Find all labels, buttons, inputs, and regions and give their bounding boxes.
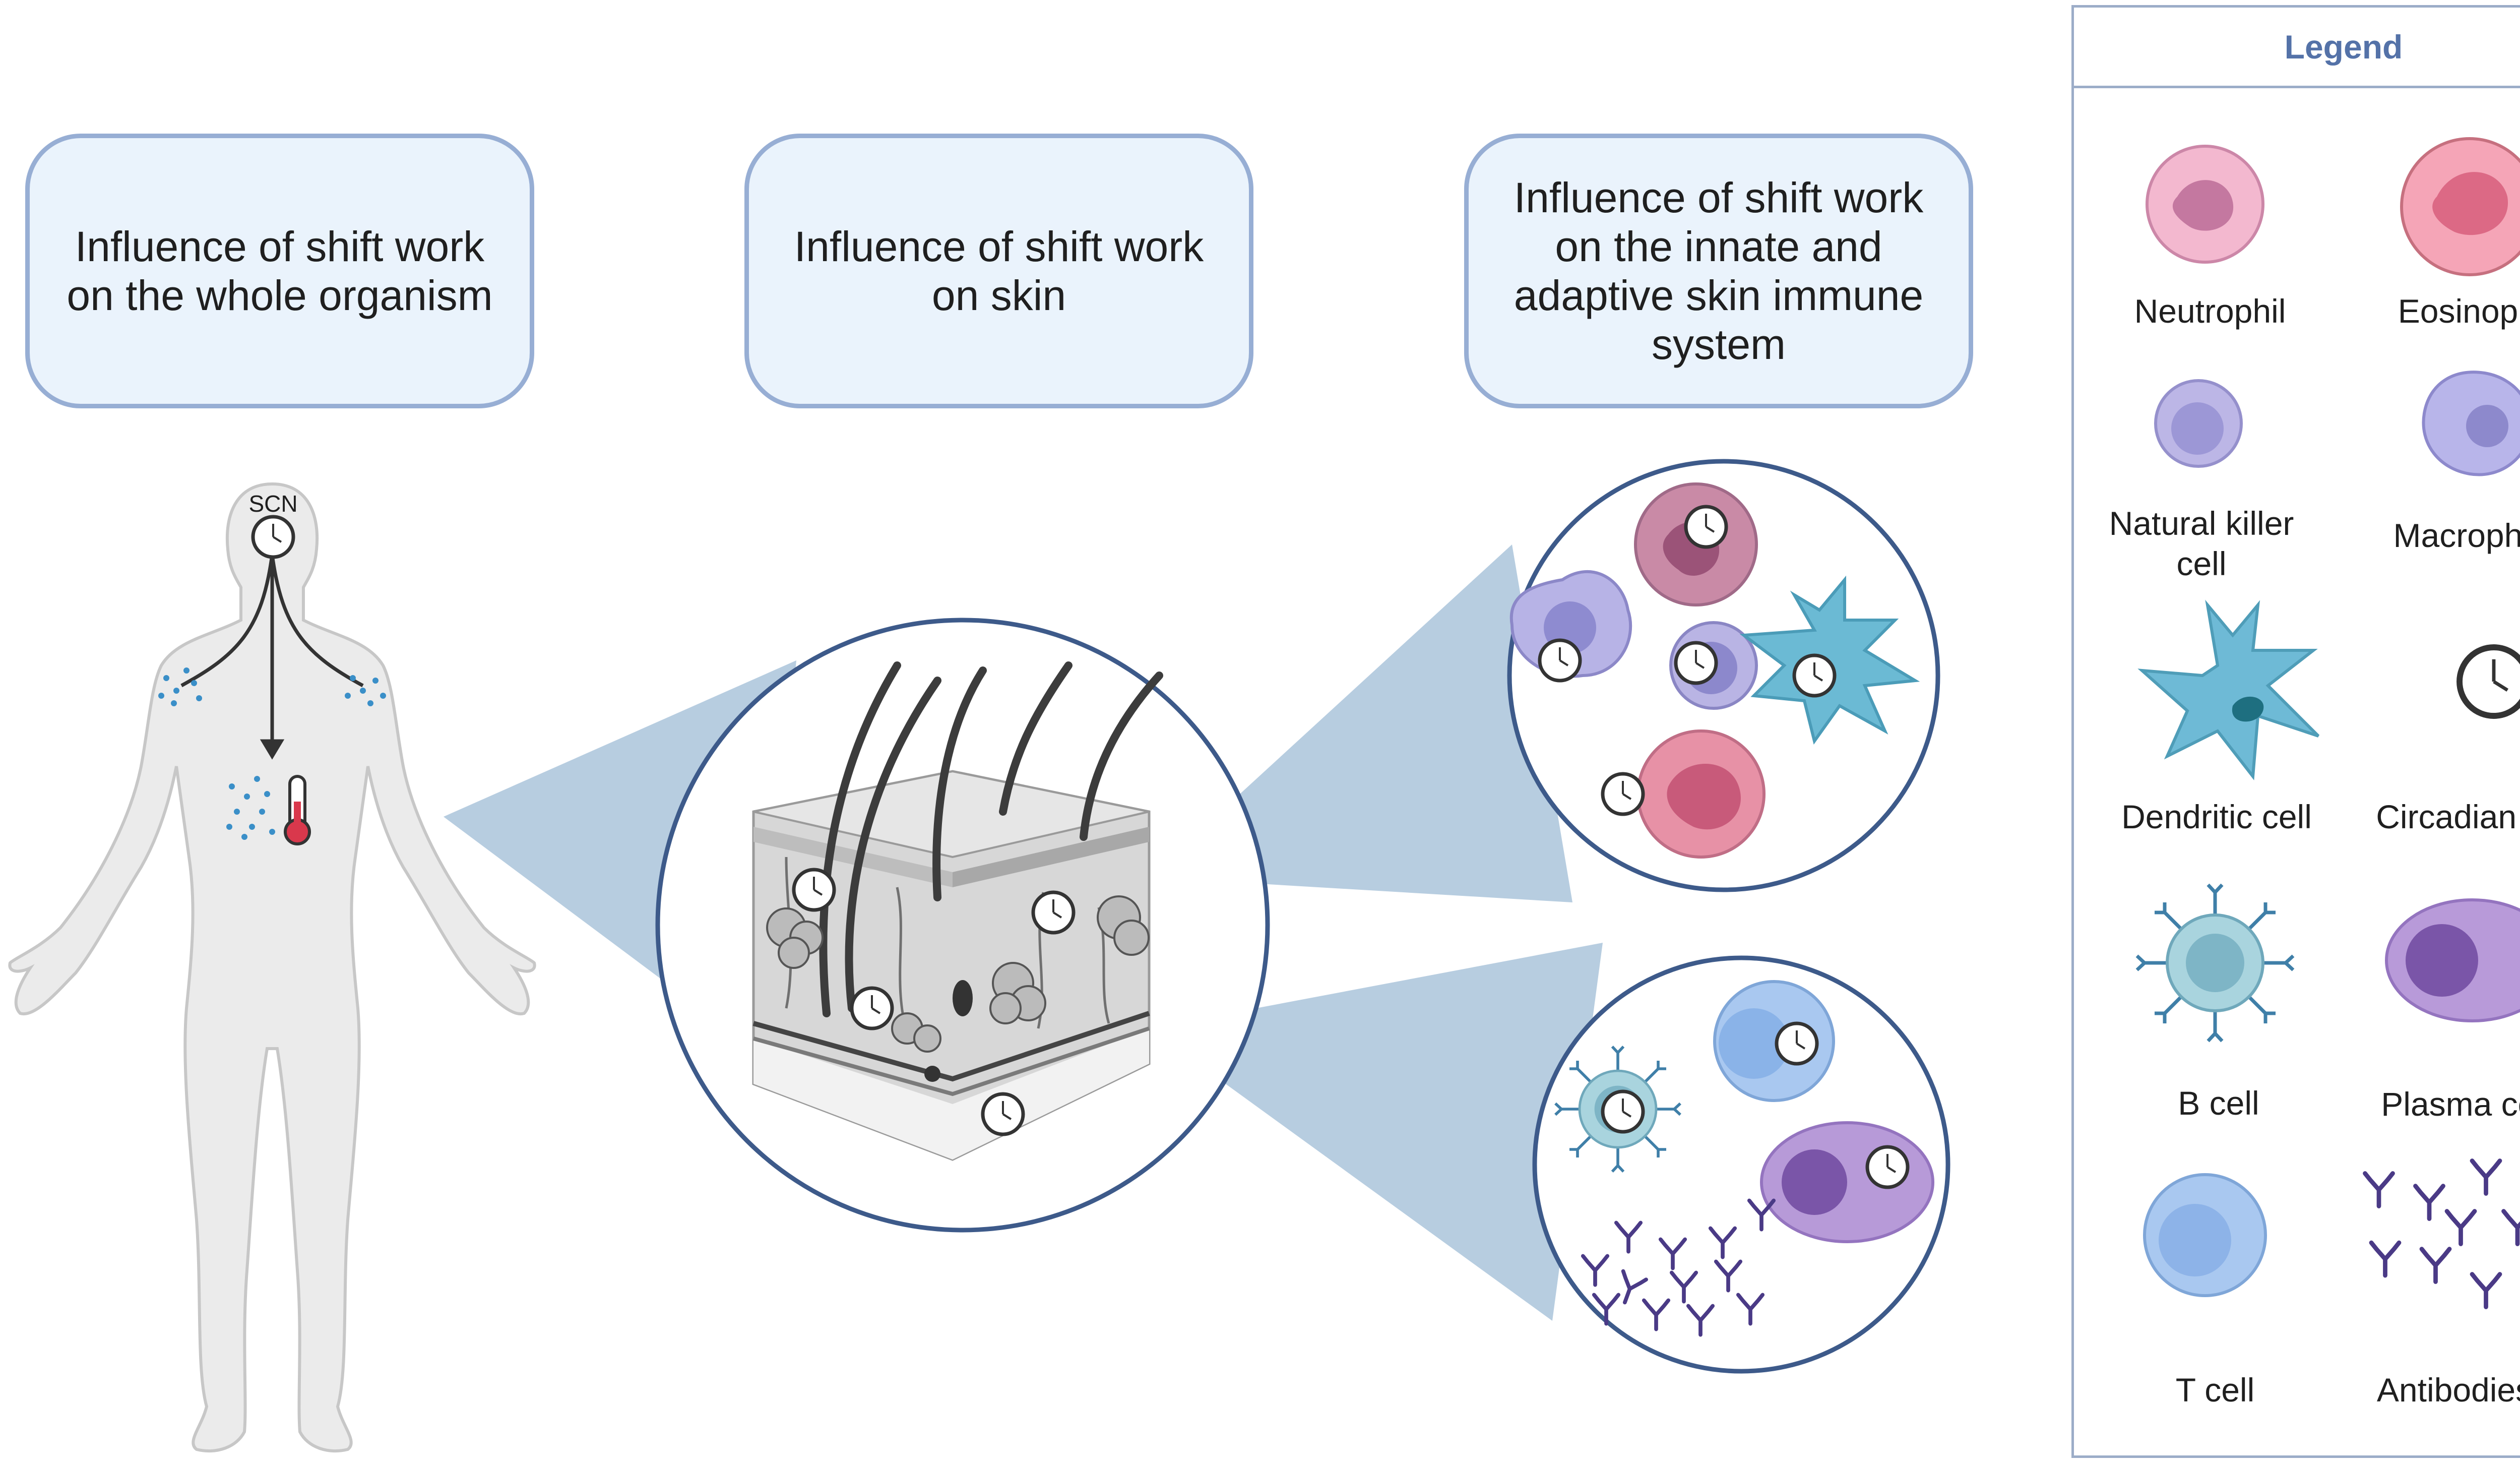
legend-label-macrophage: Macrophage (2393, 517, 2520, 554)
box-skin: Influence of shift work on skin (744, 134, 1253, 408)
skin-clock-icon (794, 870, 834, 910)
hormone-dots (158, 667, 386, 840)
adaptive-clock-icon (1777, 1023, 1817, 1064)
adaptive-clock-icon (1867, 1147, 1908, 1187)
innate-clock-icon (1603, 774, 1643, 814)
legend-macrophage-icon (2422, 371, 2520, 476)
legend-label-bcell: B cell (2178, 1084, 2259, 1122)
innate-clock-icon (1794, 655, 1835, 696)
legend-panel: Legend (2071, 5, 2520, 1458)
box-whole-organism: Influence of shift work on the whole org… (25, 134, 534, 408)
legend-header: Legend (2071, 5, 2520, 88)
scn-clock-icon (253, 517, 293, 557)
zoom-wedge-skin-to-innate (1149, 544, 1572, 902)
legend-tcell-icon (2143, 1173, 2267, 1297)
human-body (8, 482, 536, 1453)
legend-label-dendritic: Dendritic cell (2121, 798, 2312, 835)
skin-block-illustration (752, 661, 1163, 1161)
legend-title: Legend (2284, 28, 2403, 66)
legend-label-natural-killer: Natural killer cell (2109, 505, 2294, 582)
skin-clock-icon (1033, 892, 1074, 933)
innate-clock-icon (1540, 640, 1580, 681)
adaptive-clock-icon (1603, 1091, 1643, 1132)
skin-clock-icon (983, 1094, 1023, 1134)
thermometer-icon (284, 775, 311, 845)
legend-natural-killer-icon (2154, 379, 2243, 468)
skin-clock-icon (852, 988, 892, 1028)
legend-label-eosinophil: Eosinophil (2398, 292, 2520, 330)
legend-label-tcell: T cell (2175, 1371, 2255, 1409)
box-whole-organism-label: Influence of shift work on the whole org… (67, 222, 493, 319)
legend-neutrophil-icon (2146, 145, 2264, 264)
innate-clock-icon (1686, 507, 1726, 547)
legend-body (2071, 88, 2520, 1458)
box-immune-system-label: Influence of shift work on the innate an… (1514, 173, 1924, 368)
legend-label-circadian-clock: Circadian clock (2376, 798, 2517, 835)
zoom-wedge-skin-to-adaptive (1149, 943, 1603, 1321)
box-immune-system: Influence of shift work on the innate an… (1464, 134, 1973, 408)
legend-label-neutrophil: Neutrophil (2134, 292, 2286, 330)
legend-label-plasma-cell: Plasma cell (2381, 1085, 2520, 1123)
legend-plasma-cell-icon (2385, 898, 2520, 1022)
innate-clock-icon (1676, 643, 1716, 683)
nervous-signal-arrows (180, 554, 364, 760)
legend-eosinophil-icon (2400, 137, 2520, 276)
legend-dendritic-icon (2137, 599, 2320, 780)
box-skin-label: Influence of shift work on skin (794, 222, 1204, 319)
legend-label-antibodies: Antibodies (2376, 1371, 2520, 1409)
adaptive-immune-circle (1532, 955, 1950, 1374)
